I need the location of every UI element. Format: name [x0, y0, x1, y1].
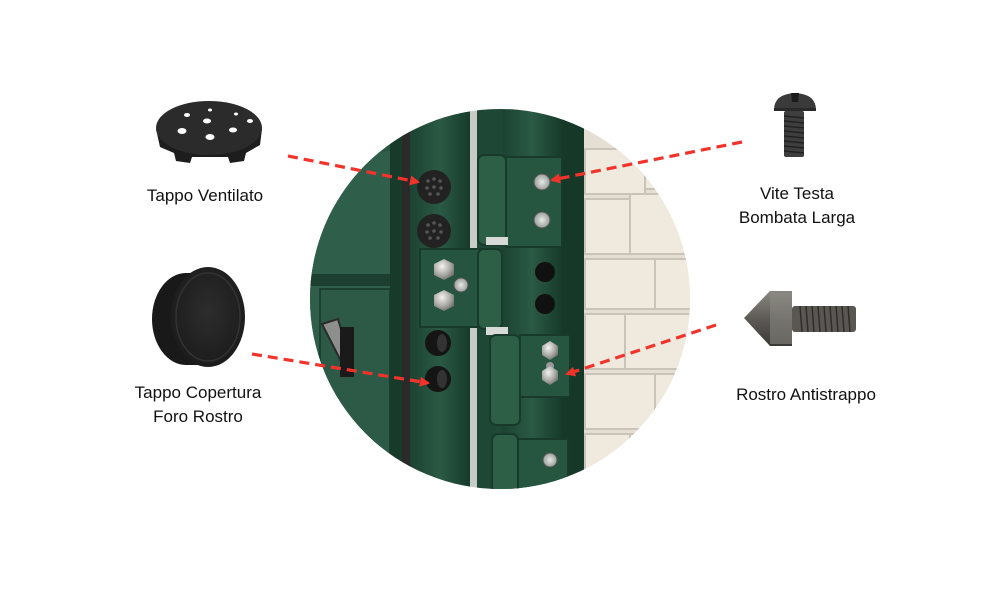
label-tappo-copertura: Tappo Copertura Foro Rostro — [134, 383, 262, 426]
part-vite-testa-bombata — [770, 90, 820, 162]
part-rostro-antistrappo — [742, 288, 860, 348]
label-vite-testa-bombata: Vite Testa Bombata Larga — [738, 184, 856, 227]
part-tappo-ventilato — [150, 95, 268, 170]
vented-cap-icon — [150, 95, 268, 170]
part-tappo-copertura — [148, 263, 248, 371]
anti-lift-bolt-icon — [742, 288, 860, 348]
label-tappo-ventilato: Tappo Ventilato — [146, 186, 264, 205]
label-rostro-antistrappo: Rostro Antistrappo — [736, 385, 876, 404]
round-head-screw-icon — [770, 90, 820, 162]
cover-cap-icon — [148, 263, 248, 371]
vented-cap-on-door — [417, 170, 451, 248]
door-hinge-photo — [310, 109, 690, 489]
